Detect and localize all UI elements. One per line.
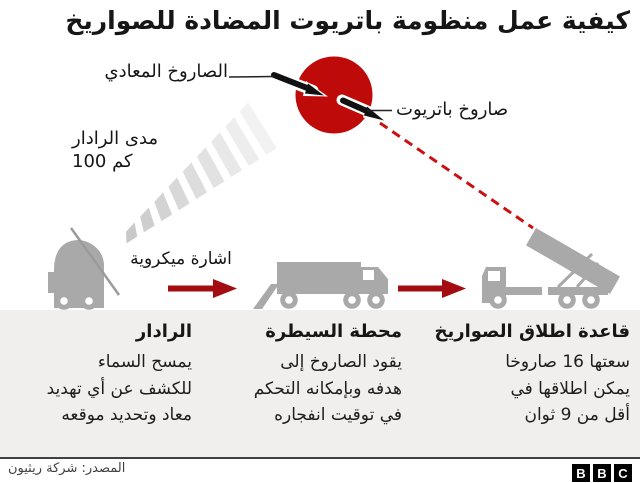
enemy-missile-label: الصاروخ المعادي — [104, 61, 228, 82]
patriot-missile-icon — [336, 94, 388, 122]
radar-range-label: مدى الرادار 100 كم — [72, 127, 158, 173]
missile-trajectory-dashed-line — [379, 121, 534, 230]
column-title: قاعدة اطلاق الصواريخ — [434, 321, 631, 342]
column-text-line: سعتها 16 صاروخا — [505, 352, 630, 372]
patriot-missile-label: صاروخ باتريوت — [396, 99, 509, 120]
interception-circle — [228, 56, 392, 134]
radar-truck-icon — [48, 227, 121, 310]
column-text-line: يمكن اطلاقها في — [510, 378, 630, 399]
bbc-logo: B B C — [572, 464, 632, 482]
bbc-logo-letter: B — [572, 464, 590, 482]
page-title: كيفية عمل منظومة باتريوت المضادة للصواري… — [65, 6, 630, 35]
footer-divider — [0, 457, 640, 459]
column-text-line: أقل من 9 ثوان — [524, 405, 630, 425]
red-arrow-icon — [398, 279, 466, 298]
column-launcher-base: قاعدة اطلاق الصواريخ سعتها 16 صاروخا يمك… — [430, 321, 631, 429]
column-text-line: معاد وتحديد موقعه — [61, 405, 192, 425]
column-radar: الرادار يمسح السماء للكشف عن أي تهديد مع… — [10, 321, 192, 429]
bbc-logo-letter: C — [614, 464, 632, 482]
column-text-line: في توقيت انفجاره — [274, 405, 402, 425]
description-panel — [0, 310, 640, 457]
launcher-truck-icon — [482, 228, 621, 309]
column-title: الرادار — [135, 321, 192, 342]
control-truck-icon — [253, 262, 388, 309]
column-text-line: للكشف عن أي تهديد — [46, 378, 192, 399]
microwave-signal-label: اشارة ميكروية — [130, 249, 232, 269]
radar-range-value: 100 كم — [72, 151, 133, 172]
bbc-logo-letter: B — [593, 464, 611, 482]
source-credit: المصدر: شركة ريثيون — [8, 461, 126, 476]
column-text-line: يقود الصاروخ إلى — [280, 352, 402, 372]
column-title: محطة السيطرة — [265, 321, 402, 342]
column-control-station: محطة السيطرة يقود الصاروخ إلى هدفه وبإمك… — [202, 321, 402, 429]
column-text-line: يمسح السماء — [97, 352, 192, 372]
radar-range-text: مدى الرادار — [72, 128, 159, 149]
enemy-missile-icon — [268, 70, 328, 97]
red-arrow-icon — [168, 279, 237, 298]
column-text-line: هدفه وبإمكانه التحكم — [253, 378, 402, 399]
enemy-label-pointer-line — [228, 75, 275, 78]
